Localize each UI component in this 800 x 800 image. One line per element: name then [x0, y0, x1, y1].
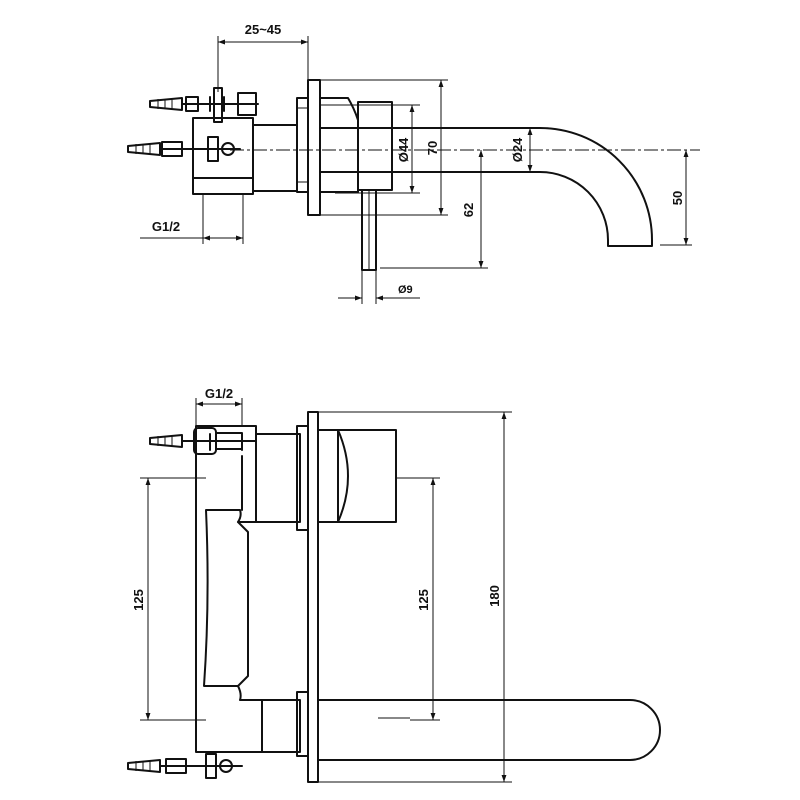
- plan-lower-anchor-bolt: [127, 753, 243, 779]
- lever-dia-label: Ø9: [398, 284, 413, 296]
- dimension-plate-height: 70: [320, 79, 448, 216]
- dimension-inlet-spacing-left: 125: [131, 477, 206, 721]
- plan-spout: [317, 699, 661, 761]
- spout: [319, 127, 653, 247]
- dimension-thread-top: G1/2: [140, 194, 244, 244]
- wall-plate: [307, 79, 321, 216]
- dimension-lever-dia: Ø9: [338, 270, 420, 304]
- lever-offset-label: 62: [461, 203, 476, 217]
- mounting-depth-label: 25~45: [245, 22, 282, 37]
- plan-lever-handle: [317, 429, 397, 523]
- valve-dia-label: Ø44: [396, 137, 411, 162]
- thread-top-label: G1/2: [152, 219, 180, 234]
- lower-anchor-bolt: [127, 136, 241, 162]
- plan-valve-body: [195, 425, 309, 757]
- plan-view: G1/2 125 125 180: [127, 386, 661, 783]
- plate-height-label: 70: [425, 141, 440, 155]
- valve-housing: [192, 97, 309, 195]
- dimension-spout-dia: Ø24: [510, 128, 533, 172]
- dimension-thread-bottom: G1/2: [195, 386, 243, 426]
- dimension-inlet-spacing-right: 125: [396, 477, 440, 721]
- lever-handle: [319, 97, 393, 271]
- plate-length-label: 180: [487, 585, 502, 607]
- dimension-plate-length: 180: [318, 411, 512, 783]
- thread-bottom-label: G1/2: [205, 386, 233, 401]
- inlet-spacing-left-label: 125: [131, 589, 146, 611]
- inlet-spacing-right-label: 125: [416, 589, 431, 611]
- spout-drop-label: 50: [670, 191, 685, 205]
- spout-dia-label: Ø24: [510, 137, 525, 162]
- plan-wall-plate: [307, 411, 319, 783]
- dimension-lever-offset: 62: [380, 150, 488, 269]
- upper-anchor-bolt: [149, 87, 259, 123]
- plan-upper-anchor-bolt: [149, 427, 257, 455]
- dimension-spout-drop: 50: [660, 150, 692, 246]
- dimension-valve-dia: Ø44: [320, 104, 420, 194]
- side-view: 25~45 G1/2 Ø44 70 62: [127, 22, 700, 304]
- dimension-mounting-depth: 25~45: [217, 22, 309, 92]
